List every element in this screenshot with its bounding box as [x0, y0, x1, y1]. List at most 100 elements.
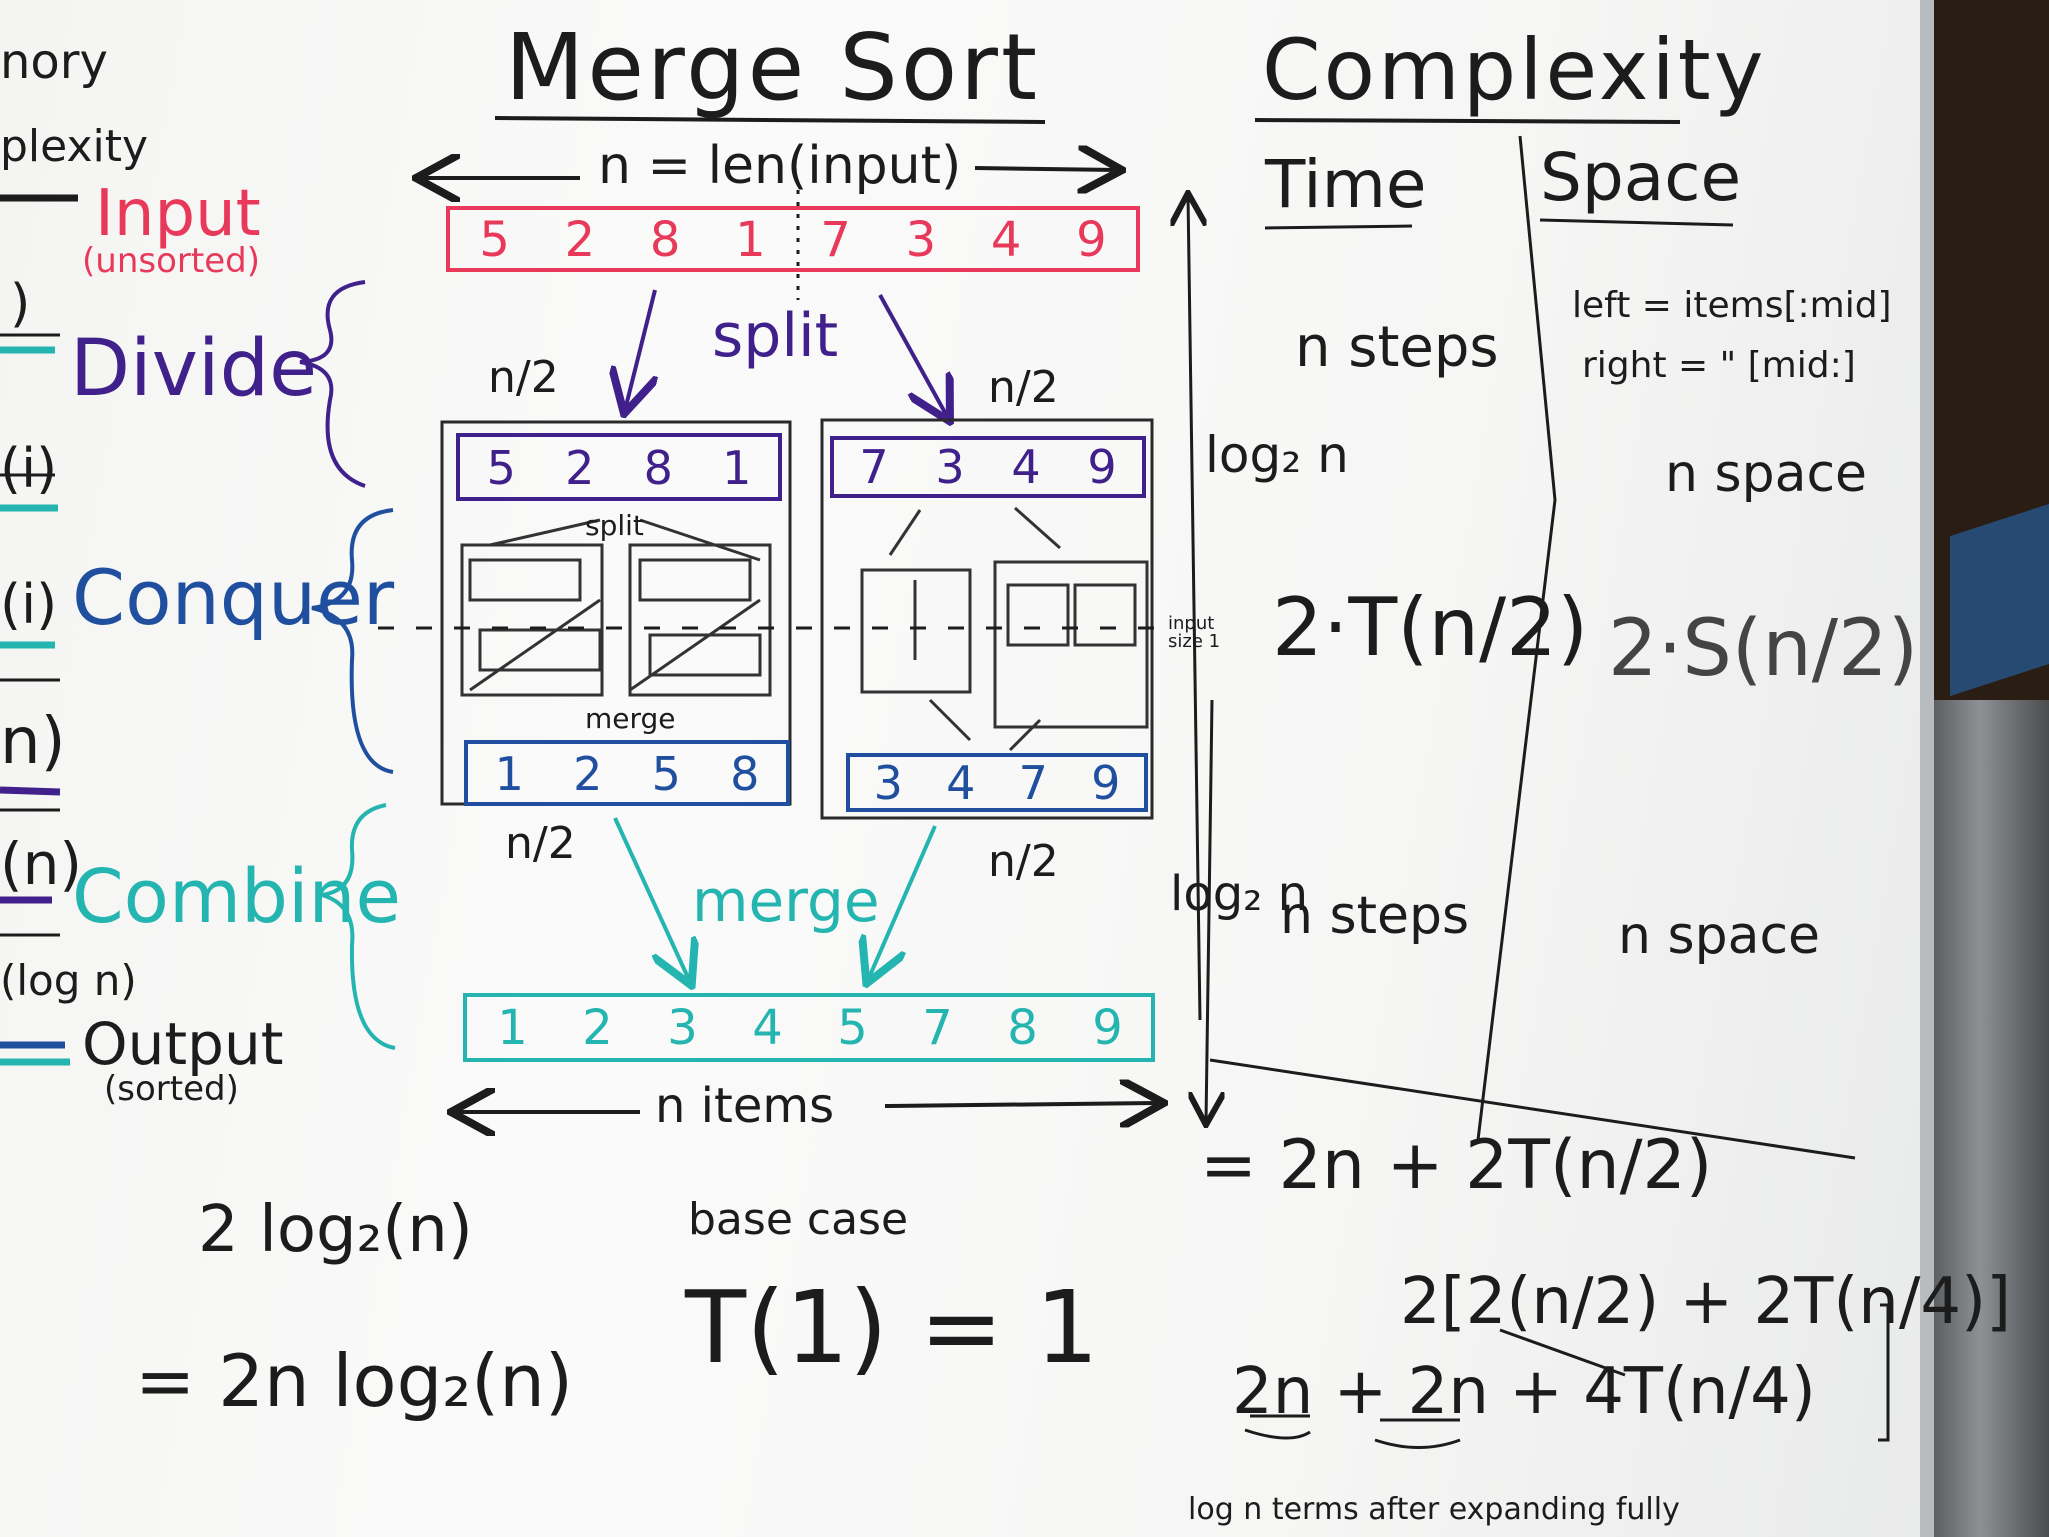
- left-half-cell: 5: [486, 441, 516, 495]
- input-size-note: input size 1: [1168, 613, 1221, 652]
- output-cell: 8: [1007, 1000, 1038, 1056]
- split-arrow-right: [878, 294, 948, 418]
- log-label-top: log₂ n: [1205, 426, 1349, 484]
- title-underline: [494, 116, 1046, 124]
- base-case: T(1) = 1: [685, 1269, 1099, 1386]
- left-half-cell: 1: [722, 441, 752, 495]
- left-half-cell: 8: [643, 441, 673, 495]
- recurrence-line-3: 2n + 2n + 4T(n/4): [1232, 1355, 1816, 1429]
- input-label: Input: [95, 177, 261, 251]
- output-array: 1 2 3 4 5 7 8 9: [470, 999, 1150, 1057]
- input-cell: 5: [479, 212, 510, 268]
- edge-fragment-4: n): [0, 705, 66, 779]
- divide-brace: [299, 280, 366, 488]
- time-conquer: 2·T(n/2): [1272, 581, 1589, 674]
- whiteboard: [0, 0, 1934, 1537]
- combine-brace: [321, 803, 396, 1050]
- right-sorted-cell: 7: [1018, 756, 1048, 810]
- items-arrow-right: [884, 1103, 1160, 1106]
- input-cell: 9: [1076, 212, 1107, 268]
- output-cell: 5: [837, 1000, 868, 1056]
- divide-label: Divide: [70, 324, 318, 414]
- length-arrow-right: [974, 168, 1118, 170]
- time-divide: n steps: [1295, 315, 1499, 380]
- recurrence-note: log n terms after expanding fully: [1188, 1492, 1680, 1527]
- left-sorted-cell: 5: [651, 747, 681, 801]
- table-bottom-line: [1209, 1058, 1856, 1160]
- edge-fragment-2: (i): [0, 437, 58, 500]
- combine-label: Combine: [72, 854, 401, 940]
- input-cell: 1: [735, 212, 766, 268]
- space-code-2: right = " [mid:]: [1582, 345, 1856, 386]
- log-arrow-bottom: [1206, 699, 1212, 1122]
- input-cell: 3: [905, 212, 937, 268]
- output-array-box: [463, 993, 1155, 1062]
- complexity-title: Complexity: [1262, 21, 1767, 119]
- output-cell: 7: [922, 1000, 953, 1056]
- right-sorted-cell: 4: [946, 756, 976, 810]
- output-cell: 4: [752, 1000, 783, 1056]
- input-sub-label: (unsorted): [82, 241, 260, 281]
- left-sorted-cell: 2: [573, 747, 603, 801]
- merge-arrow-right: [868, 825, 937, 980]
- recurrence-line-1: = 2n + 2T(n/2): [1200, 1126, 1713, 1205]
- right-half-cell: 4: [1011, 440, 1041, 494]
- whiteboard-stand: [1934, 700, 2049, 1537]
- log-arrow-top: [1188, 196, 1200, 1021]
- right-half-cell: 3: [935, 440, 965, 494]
- edge-fragment-5: (n): [0, 830, 83, 898]
- output-cell: 2: [582, 1000, 613, 1056]
- edge-word-1: nory: [0, 34, 108, 90]
- inner-split-label: split: [585, 509, 644, 542]
- input-array-box: [446, 206, 1140, 272]
- bottom-line-2: = 2n log₂(n): [135, 1339, 573, 1423]
- half-label-bottom-left: n/2: [505, 818, 576, 869]
- log-label-bottom: log₂ n: [1170, 866, 1309, 922]
- length-label: n = len(input): [598, 136, 962, 196]
- half-label-bottom-right: n/2: [988, 836, 1059, 887]
- input-cell: 2: [564, 212, 596, 268]
- time-header: Time: [1265, 146, 1427, 223]
- right-sorted-cell: 3: [873, 756, 903, 810]
- right-sorted-cell: 9: [1091, 756, 1121, 810]
- input-cell: 8: [649, 212, 681, 268]
- merge-sort-title: Merge Sort: [505, 14, 1041, 121]
- left-sorted-array: 1 2 5 8: [470, 746, 784, 802]
- time-combine: n steps: [1280, 886, 1470, 946]
- right-half-box: [830, 436, 1146, 498]
- left-sorted-box: [464, 740, 790, 806]
- complexity-underline: [1254, 118, 1681, 124]
- right-half-array: 7 3 4 9: [836, 440, 1140, 494]
- input-cell: 7: [820, 212, 851, 268]
- right-sorted-array: 3 4 7 9: [852, 756, 1142, 810]
- base-case-label: base case: [688, 1194, 909, 1245]
- left-half-array: 5 2 8 1: [462, 440, 776, 496]
- background-notebook: [1950, 503, 2049, 697]
- space-combine: n space: [1618, 906, 1821, 966]
- split-arrow-left: [625, 289, 655, 410]
- left-sorted-cell: 1: [494, 747, 524, 801]
- space-divide: n space: [1665, 444, 1868, 504]
- left-sorted-cell: 8: [730, 747, 760, 801]
- input-cell: 4: [990, 212, 1022, 268]
- conquer-label: Conquer: [72, 553, 395, 642]
- half-label-top-right: n/2: [988, 362, 1059, 413]
- conquer-brace: [311, 508, 394, 774]
- space-conquer: 2·S(n/2): [1608, 604, 1919, 694]
- edge-fragment-1: ): [10, 274, 31, 334]
- merge-arrow-left: [613, 817, 690, 982]
- ink-strokes: [0, 116, 1890, 1449]
- time-space-divider: [1476, 135, 1557, 1141]
- space-code-1: left = items[:mid]: [1572, 285, 1892, 326]
- bottom-line-1: 2 log₂(n): [198, 1193, 473, 1267]
- input-array: 5 2 8 1 7 3 4 9: [452, 212, 1134, 268]
- output-cell: 1: [497, 1000, 528, 1056]
- right-sorted-box: [846, 753, 1148, 812]
- left-half-box: [456, 433, 782, 501]
- right-half-cell: 9: [1087, 440, 1117, 494]
- output-cell: 9: [1092, 1000, 1123, 1056]
- right-panel: [820, 418, 1154, 820]
- merge-label: merge: [692, 867, 880, 935]
- items-label: n items: [655, 1078, 835, 1134]
- output-label: Output: [82, 1010, 284, 1078]
